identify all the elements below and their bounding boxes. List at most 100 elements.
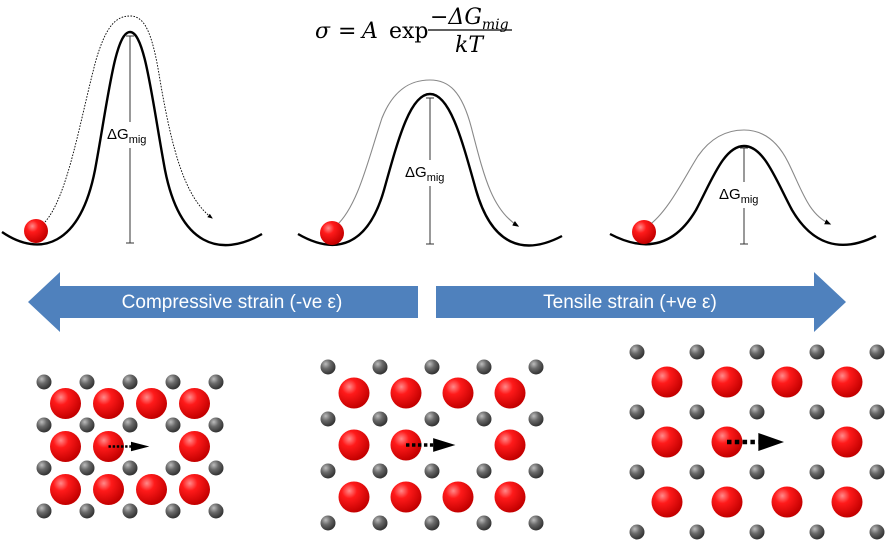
metal-atom	[809, 524, 825, 540]
lattice-tensile	[629, 344, 885, 540]
oxygen-atom	[93, 474, 124, 505]
metal-atom	[122, 417, 138, 433]
metal-atom	[629, 344, 645, 360]
metal-atom	[122, 374, 138, 390]
metal-atom	[424, 515, 440, 531]
metal-atom	[629, 464, 645, 480]
tensile-strain-arrow: Tensile strain (+ve ε)	[436, 272, 846, 332]
equation-numerator: −ΔGmig	[430, 5, 509, 33]
metal-atom	[809, 344, 825, 360]
metal-atom	[372, 463, 388, 479]
energy-curve	[609, 144, 877, 246]
migration-path-arrow	[335, 79, 520, 227]
metal-atom	[36, 374, 52, 390]
oxygen-atom	[831, 486, 863, 518]
metal-atom	[320, 359, 336, 375]
metal-atom	[869, 464, 885, 480]
oxygen-atom	[338, 377, 370, 409]
oxygen-atom	[390, 377, 422, 409]
oxygen-atom	[494, 481, 526, 513]
metal-atom	[476, 463, 492, 479]
energy-curve	[1, 30, 263, 247]
metal-atom	[689, 524, 705, 540]
metal-atom	[79, 503, 95, 519]
metal-atom	[122, 503, 138, 519]
metal-atom	[122, 460, 138, 476]
energy-barrier-low: ΔGmig	[609, 129, 877, 246]
oxygen-atom	[494, 429, 526, 461]
oxygen-atom	[494, 377, 526, 409]
metal-atom	[528, 515, 544, 531]
metal-atom	[208, 460, 224, 476]
metal-atom	[749, 344, 765, 360]
oxygen-atom	[338, 429, 370, 461]
metal-atom	[320, 515, 336, 531]
metal-atom	[689, 464, 705, 480]
metal-atom	[476, 359, 492, 375]
equation-sigma: σ	[315, 19, 331, 44]
oxygen-atom	[651, 486, 683, 518]
oxygen-atom	[711, 366, 743, 398]
oxygen-atom	[50, 431, 81, 462]
equation-equals: =	[338, 19, 356, 44]
metal-atom	[424, 411, 440, 427]
oxygen-atom	[93, 388, 124, 419]
equation-denominator: kT	[455, 33, 485, 58]
metal-atom	[36, 460, 52, 476]
energy-curve	[297, 92, 563, 247]
metal-atom	[208, 503, 224, 519]
energy-barrier-high: ΔGmig	[1, 15, 263, 247]
barrier-label: ΔGmig	[719, 186, 758, 206]
oxygen-atom	[651, 426, 683, 458]
metal-atom	[36, 417, 52, 433]
metal-atom	[528, 463, 544, 479]
metal-atom	[424, 463, 440, 479]
metal-atom	[528, 411, 544, 427]
migration-arrowhead	[433, 438, 456, 452]
oxygen-atom	[136, 388, 167, 419]
oxygen-atom	[338, 481, 370, 513]
metal-atom	[749, 404, 765, 420]
oxygen-atom	[136, 474, 167, 505]
migration-path-arrow	[647, 129, 832, 227]
compressive-strain-label: Compressive strain (-ve ε)	[122, 292, 343, 313]
metal-atom	[809, 404, 825, 420]
metal-atom	[869, 404, 885, 420]
migration-equation: σ = A exp −ΔGmig kT	[315, 5, 512, 58]
oxygen-atom	[771, 366, 803, 398]
compressive-strain-arrow: Compressive strain (-ve ε)	[28, 272, 418, 332]
metal-atom	[208, 374, 224, 390]
metal-atom	[79, 460, 95, 476]
metal-atom	[476, 411, 492, 427]
oxygen-atom	[442, 377, 474, 409]
barrier-label: ΔGmig	[107, 126, 146, 146]
barrier-label: ΔGmig	[405, 164, 444, 184]
metal-atom	[372, 411, 388, 427]
oxygen-atom	[651, 366, 683, 398]
oxygen-atom	[831, 366, 863, 398]
oxygen-atom	[771, 486, 803, 518]
migration-arrowhead	[130, 441, 150, 452]
metal-atom	[165, 374, 181, 390]
metal-atom	[165, 417, 181, 433]
metal-atom	[79, 417, 95, 433]
energy-barrier-medium: ΔGmig	[297, 79, 563, 247]
metal-atom	[320, 463, 336, 479]
metal-atom	[629, 524, 645, 540]
oxygen-atom	[50, 388, 81, 419]
metal-atom	[869, 344, 885, 360]
metal-atom	[809, 464, 825, 480]
oxygen-atom	[711, 486, 743, 518]
lattice-compressed	[36, 374, 224, 519]
oxygen-atom	[179, 431, 210, 462]
metal-atom	[372, 515, 388, 531]
metal-atom	[869, 524, 885, 540]
oxygen-atom	[50, 474, 81, 505]
oxygen-atom	[179, 474, 210, 505]
tensile-strain-label: Tensile strain (+ve ε)	[543, 292, 717, 313]
metal-atom	[424, 359, 440, 375]
metal-atom	[208, 417, 224, 433]
metal-atom	[165, 503, 181, 519]
lattice-unstrained	[320, 359, 544, 531]
oxygen-atom	[831, 426, 863, 458]
